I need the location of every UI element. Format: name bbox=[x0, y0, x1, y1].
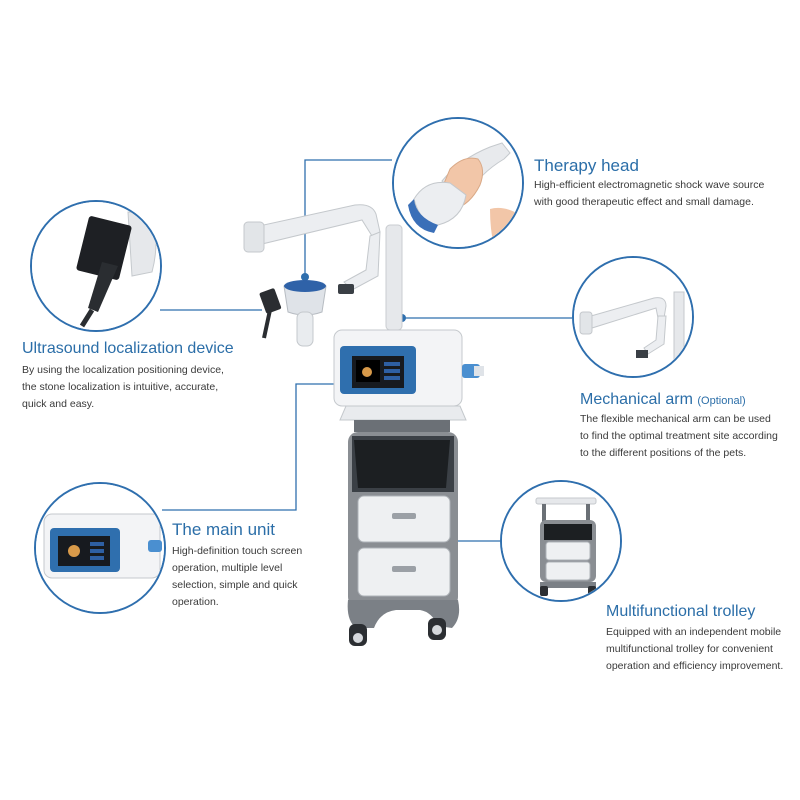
therapy-head-photo bbox=[392, 117, 524, 249]
ultrasound-title: Ultrasound localization device bbox=[22, 340, 234, 357]
mechanical-arm-title: Mechanical arm (Optional) bbox=[580, 391, 746, 409]
trolley-icon bbox=[502, 482, 620, 600]
mechanical-arm-title-note: (Optional) bbox=[697, 395, 746, 407]
main-unit-desc: High-definition touch screen operation, … bbox=[172, 545, 303, 608]
central-trolley bbox=[339, 405, 467, 646]
therapy-head-desc: High-efficient electromagnetic shock wav… bbox=[534, 179, 765, 208]
main-unit-title: The main unit bbox=[172, 520, 275, 539]
connector-therapy-head bbox=[304, 159, 392, 275]
main-unit-icon bbox=[36, 484, 164, 612]
central-therapy-head bbox=[259, 280, 327, 347]
therapy-head-title: Therapy head bbox=[534, 156, 639, 175]
mechanical-arm-photo bbox=[572, 256, 694, 378]
trolley-title: Multifunctional trolley bbox=[606, 603, 756, 620]
trolley-photo bbox=[500, 480, 622, 602]
mechanical-arm-icon bbox=[574, 258, 692, 376]
main-unit-photo bbox=[34, 482, 166, 614]
therapy-head-icon bbox=[394, 119, 522, 247]
ultrasound-probe-icon bbox=[32, 202, 160, 330]
ultrasound-probe-photo bbox=[30, 200, 162, 332]
trolley-desc: Equipped with an independent mobile mult… bbox=[606, 626, 784, 672]
central-main-unit bbox=[333, 329, 484, 407]
connector-main-unit bbox=[162, 383, 340, 511]
connector-lines bbox=[160, 159, 572, 542]
mechanical-arm-title-text: Mechanical arm bbox=[580, 391, 693, 408]
ultrasound-desc: By using the localization positioning de… bbox=[22, 364, 224, 410]
central-mechanical-arm bbox=[243, 204, 403, 331]
mechanical-arm-desc: The flexible mechanical arm can be used … bbox=[580, 413, 778, 459]
